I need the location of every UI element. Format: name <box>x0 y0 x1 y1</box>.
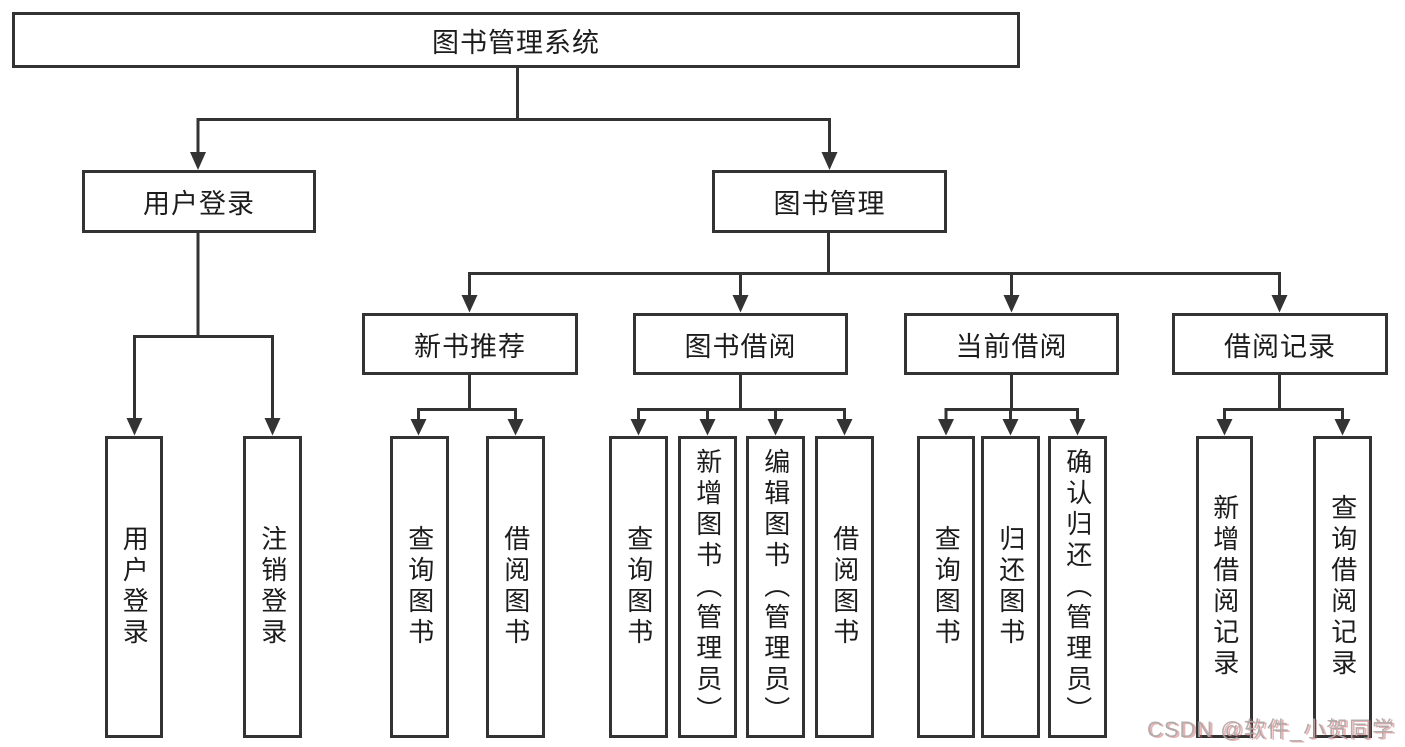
leaf-query-borrow-record: 查询借阅记录 <box>1313 436 1372 738</box>
node-book-borrow: 图书借阅 <box>633 313 848 375</box>
node-borrow-record-label: 借阅记录 <box>1224 331 1336 362</box>
connector-record-to-leaves <box>1223 373 1344 420</box>
leaf-query-borrow-record-label: 查询借阅记录 <box>1327 494 1358 680</box>
leaf-user-login: 用户登录 <box>105 436 163 738</box>
connector-rec-to-leaves <box>417 373 517 420</box>
node-book-mgmt: 图书管理 <box>712 170 947 233</box>
leaf-add-borrow-record-label: 新增借阅记录 <box>1209 494 1240 680</box>
leaf-user-login-label: 用户登录 <box>119 525 150 649</box>
leaf-borrow-book: 借阅图书 <box>815 436 874 738</box>
connector-root-to-level2 <box>196 68 831 153</box>
arrowheads-level2 <box>190 152 838 170</box>
node-book-mgmt-label: 图书管理 <box>773 189 886 219</box>
leaf-borrow-book-label: 借阅图书 <box>829 525 860 649</box>
node-user-login: 用户登录 <box>82 170 316 233</box>
watermark: CSDN @软件_小贺同学 <box>1147 712 1395 744</box>
connector-login-to-leaves <box>133 231 274 419</box>
leaf-logout-label: 注销登录 <box>257 525 288 649</box>
arrowheads-current-leaves <box>938 419 1086 436</box>
node-user-login-label: 用户登录 <box>143 189 255 219</box>
node-root-label: 图书管理系统 <box>432 27 600 58</box>
arrowheads-borrow-leaves <box>630 419 853 436</box>
leaf-confirm-return-admin-label: 确认归还（管理员） <box>1062 447 1093 727</box>
leaf-borrow-query-book: 查询图书 <box>609 436 668 738</box>
leaf-rec-borrow-book: 借阅图书 <box>486 436 545 738</box>
leaf-return-book-label: 归还图书 <box>995 525 1026 649</box>
node-root: 图书管理系统 <box>12 12 1020 68</box>
arrowheads-rec-leaves <box>410 419 524 436</box>
arrowheads-level3 <box>461 295 1288 313</box>
leaf-logout: 注销登录 <box>243 436 302 738</box>
leaf-edit-book-admin: 编辑图书（管理员） <box>746 436 805 738</box>
connector-mgmt-to-level3 <box>468 231 1281 296</box>
leaf-current-query-book-label: 查询图书 <box>931 525 962 649</box>
watermark-text: CSDN @软件_小贺同学 <box>1146 717 1395 742</box>
node-current-borrow-label: 当前借阅 <box>955 331 1068 362</box>
arrowheads-record-leaves <box>1216 419 1351 436</box>
node-new-book-rec-label: 新书推荐 <box>414 331 526 362</box>
connector-current-to-leaves <box>944 373 1079 420</box>
node-book-borrow-label: 图书借阅 <box>684 331 797 362</box>
node-current-borrow: 当前借阅 <box>904 313 1119 375</box>
leaf-edit-book-admin-label: 编辑图书（管理员） <box>760 447 791 727</box>
leaf-add-book-admin-label: 新增图书（管理员） <box>692 447 723 727</box>
arrowheads-login-leaves <box>126 418 281 436</box>
leaf-rec-query-book: 查询图书 <box>390 436 449 738</box>
leaf-borrow-query-book-label: 查询图书 <box>623 525 654 649</box>
leaf-rec-borrow-book-label: 借阅图书 <box>500 525 531 649</box>
leaf-return-book: 归还图书 <box>981 436 1040 738</box>
leaf-confirm-return-admin: 确认归还（管理员） <box>1048 436 1107 738</box>
leaf-add-book-admin: 新增图书（管理员） <box>678 436 737 738</box>
node-borrow-record: 借阅记录 <box>1172 313 1388 375</box>
node-new-book-rec: 新书推荐 <box>362 313 578 375</box>
leaf-current-query-book: 查询图书 <box>917 436 975 738</box>
leaf-add-borrow-record: 新增借阅记录 <box>1196 436 1253 738</box>
leaf-rec-query-book-label: 查询图书 <box>404 525 435 649</box>
connector-borrow-to-leaves <box>637 373 846 420</box>
